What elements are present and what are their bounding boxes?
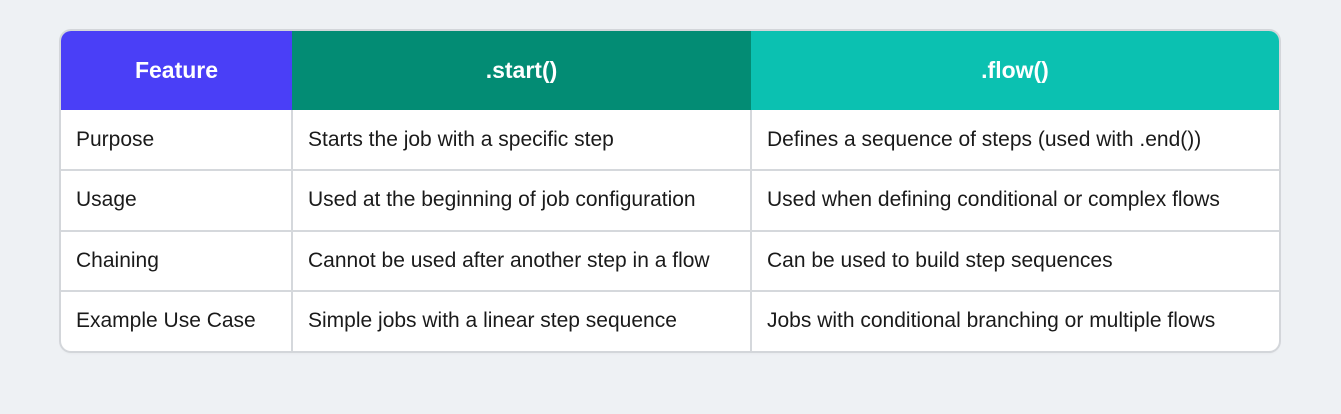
header-flow: .flow() <box>751 31 1279 110</box>
start-cell-chaining: Cannot be used after another step in a f… <box>292 229 752 291</box>
flow-cell-example-use-case: Jobs with conditional branching or multi… <box>751 289 1279 351</box>
row-label-usage: Usage <box>61 169 293 231</box>
header-row: Feature .start() .flow() <box>61 31 1279 110</box>
table-row-usage: Usage Used at the beginning of job confi… <box>61 169 1279 231</box>
start-cell-purpose: Starts the job with a specific step <box>292 110 752 171</box>
table-row-purpose: Purpose Starts the job with a specific s… <box>61 110 1279 171</box>
row-label-chaining: Chaining <box>61 229 293 291</box>
table-row-chaining: Chaining Cannot be used after another st… <box>61 229 1279 291</box>
flow-cell-usage: Used when defining conditional or comple… <box>751 169 1279 231</box>
row-label-purpose: Purpose <box>61 110 293 171</box>
comparison-table: Feature .start() .flow() Purpose Starts … <box>61 31 1279 351</box>
header-start: .start() <box>292 31 751 110</box>
comparison-table-container: Feature .start() .flow() Purpose Starts … <box>61 31 1279 351</box>
start-cell-example-use-case: Simple jobs with a linear step sequence <box>292 289 752 351</box>
start-cell-usage: Used at the beginning of job configurati… <box>292 169 752 231</box>
flow-cell-purpose: Defines a sequence of steps (used with .… <box>767 127 1202 151</box>
row-label-example-use-case: Example Use Case <box>61 289 293 351</box>
flow-cell-chaining: Can be used to build step sequences <box>751 229 1279 291</box>
table-row-example-use-case: Example Use Case Simple jobs with a line… <box>61 289 1279 351</box>
header-feature: Feature <box>61 31 292 110</box>
